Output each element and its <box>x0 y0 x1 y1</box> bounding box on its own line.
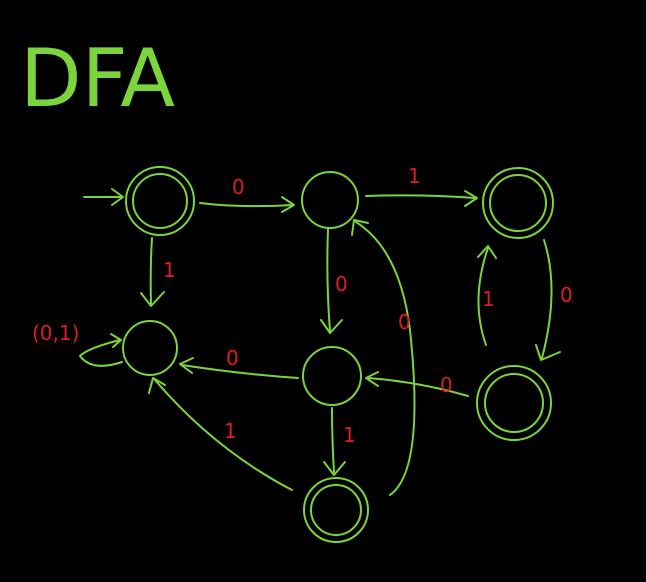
start-arrow <box>83 188 124 206</box>
label-q3-trap: 0 <box>226 346 239 370</box>
label-q5-trap: 1 <box>224 419 237 443</box>
state-q4 <box>476 365 552 441</box>
edge-q5-q1 <box>351 219 416 496</box>
state-q0 <box>125 166 195 236</box>
edge-q1-q2 <box>365 190 478 207</box>
label-q1-q2: 1 <box>408 164 421 188</box>
label-q5-q1: 0 <box>398 310 411 334</box>
state-trap <box>122 320 178 376</box>
state-q1 <box>301 171 359 229</box>
edge-q4-q2 <box>477 245 497 346</box>
label-trap-self-loop: (0,1) <box>32 321 79 345</box>
edge-q0-q1 <box>199 196 295 213</box>
edge-q1-q3 <box>320 228 343 334</box>
edge-trap-self-loop <box>79 333 123 367</box>
state-q2 <box>482 167 554 239</box>
label-q4-q3: 0 <box>440 373 453 397</box>
edge-q2-q4 <box>535 239 561 361</box>
label-q2-q4: 0 <box>560 283 573 307</box>
label-q0-q1: 0 <box>232 175 245 199</box>
label-q4-q2: 1 <box>482 287 495 311</box>
state-q5 <box>303 477 369 543</box>
edge-q3-trap <box>179 357 299 379</box>
edge-q4-q3 <box>365 371 469 397</box>
edge-q5-trap <box>148 377 293 491</box>
label-q1-q3: 0 <box>335 272 348 296</box>
edge-q0-trap <box>140 237 165 307</box>
label-q0-trap: 1 <box>163 258 176 282</box>
diagram-title: DFA <box>20 32 175 125</box>
label-q3-q5: 1 <box>343 423 356 447</box>
edge-q3-q5 <box>323 407 346 476</box>
state-q3 <box>302 346 362 406</box>
